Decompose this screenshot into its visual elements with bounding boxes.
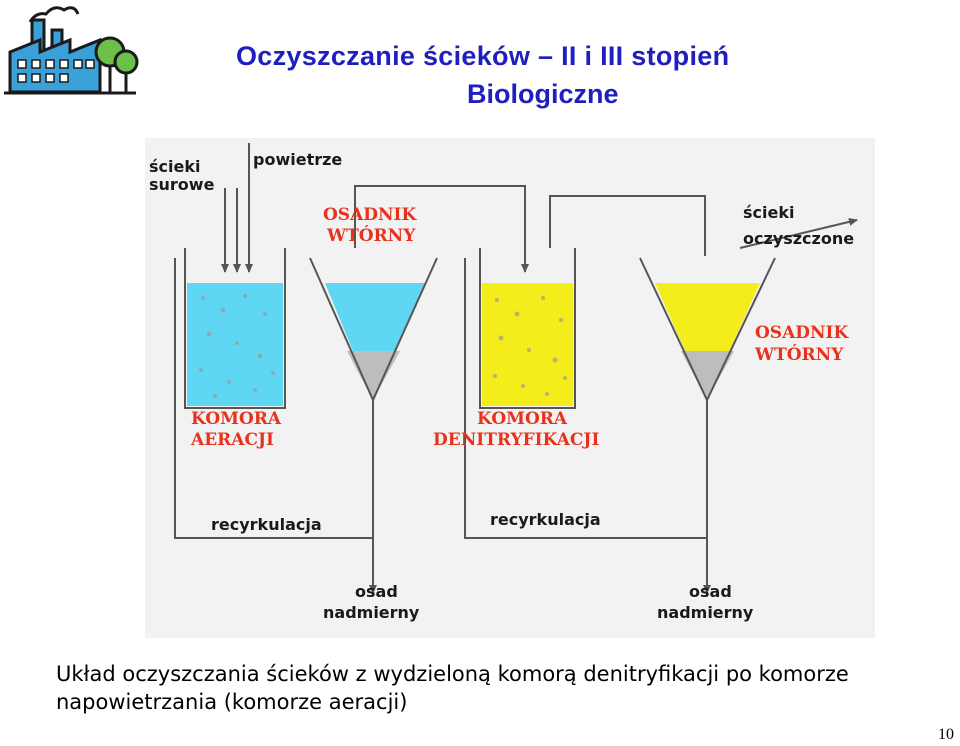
inlet-label: ścieki [149,157,200,176]
aeration-chamber-label: KOMORA [191,409,282,429]
secondary-clarifier-1 [309,257,438,403]
outlet-label-2: oczyszczone [743,229,854,248]
clarifier-1-label-2: WTÓRNY [326,225,416,246]
aeration-chamber [184,248,286,409]
clarifier-1-label: OSADNIK [323,205,418,225]
clarifier-2-label-2: WTÓRNY [754,344,844,365]
excess-sludge-2-label-2: nadmierny [657,603,754,622]
diagram-caption: Układ oczyszczania ścieków z wydzieloną … [56,662,849,714]
page-number: 10 [938,726,954,743]
denitrification-chamber-label: KOMORA [477,409,568,429]
denitrification-chamber-label-2: DENITRYFIKACJI [433,430,599,450]
inlet-label-2: surowe [149,175,215,194]
recirculation-pipe-2 [464,258,707,539]
aeration-chamber-label-2: AERACJI [190,430,274,450]
page-title: Oczyszczanie ścieków – II i III stopień [236,41,730,71]
flow-pipe-clarifier-to-denitrification [354,185,529,273]
excess-sludge-1-label: osad [355,582,398,601]
recirculation-label-2: recyrkulacja [490,510,601,529]
flow-pipe-denitrification-to-clarifier [549,195,706,256]
denitrification-chamber [479,248,576,409]
air-label: powietrze [253,150,342,169]
outlet-arrow [739,217,858,249]
recirculation-pipe-1 [174,258,373,539]
outlet-label: ścieki [743,203,794,222]
recirculation-label-1: recyrkulacja [211,515,322,534]
factory-logo-icon [0,0,140,100]
excess-sludge-2-label: osad [689,582,732,601]
page-subtitle: Biologiczne [467,79,619,109]
excess-sludge-1-label-2: nadmierny [323,603,420,622]
secondary-clarifier-2 [639,257,776,403]
treatment-process-diagram: ścieki surowe powietrze OSADNIK WTÓRNY ś… [145,138,875,638]
clarifier-2-label: OSADNIK [755,323,850,343]
